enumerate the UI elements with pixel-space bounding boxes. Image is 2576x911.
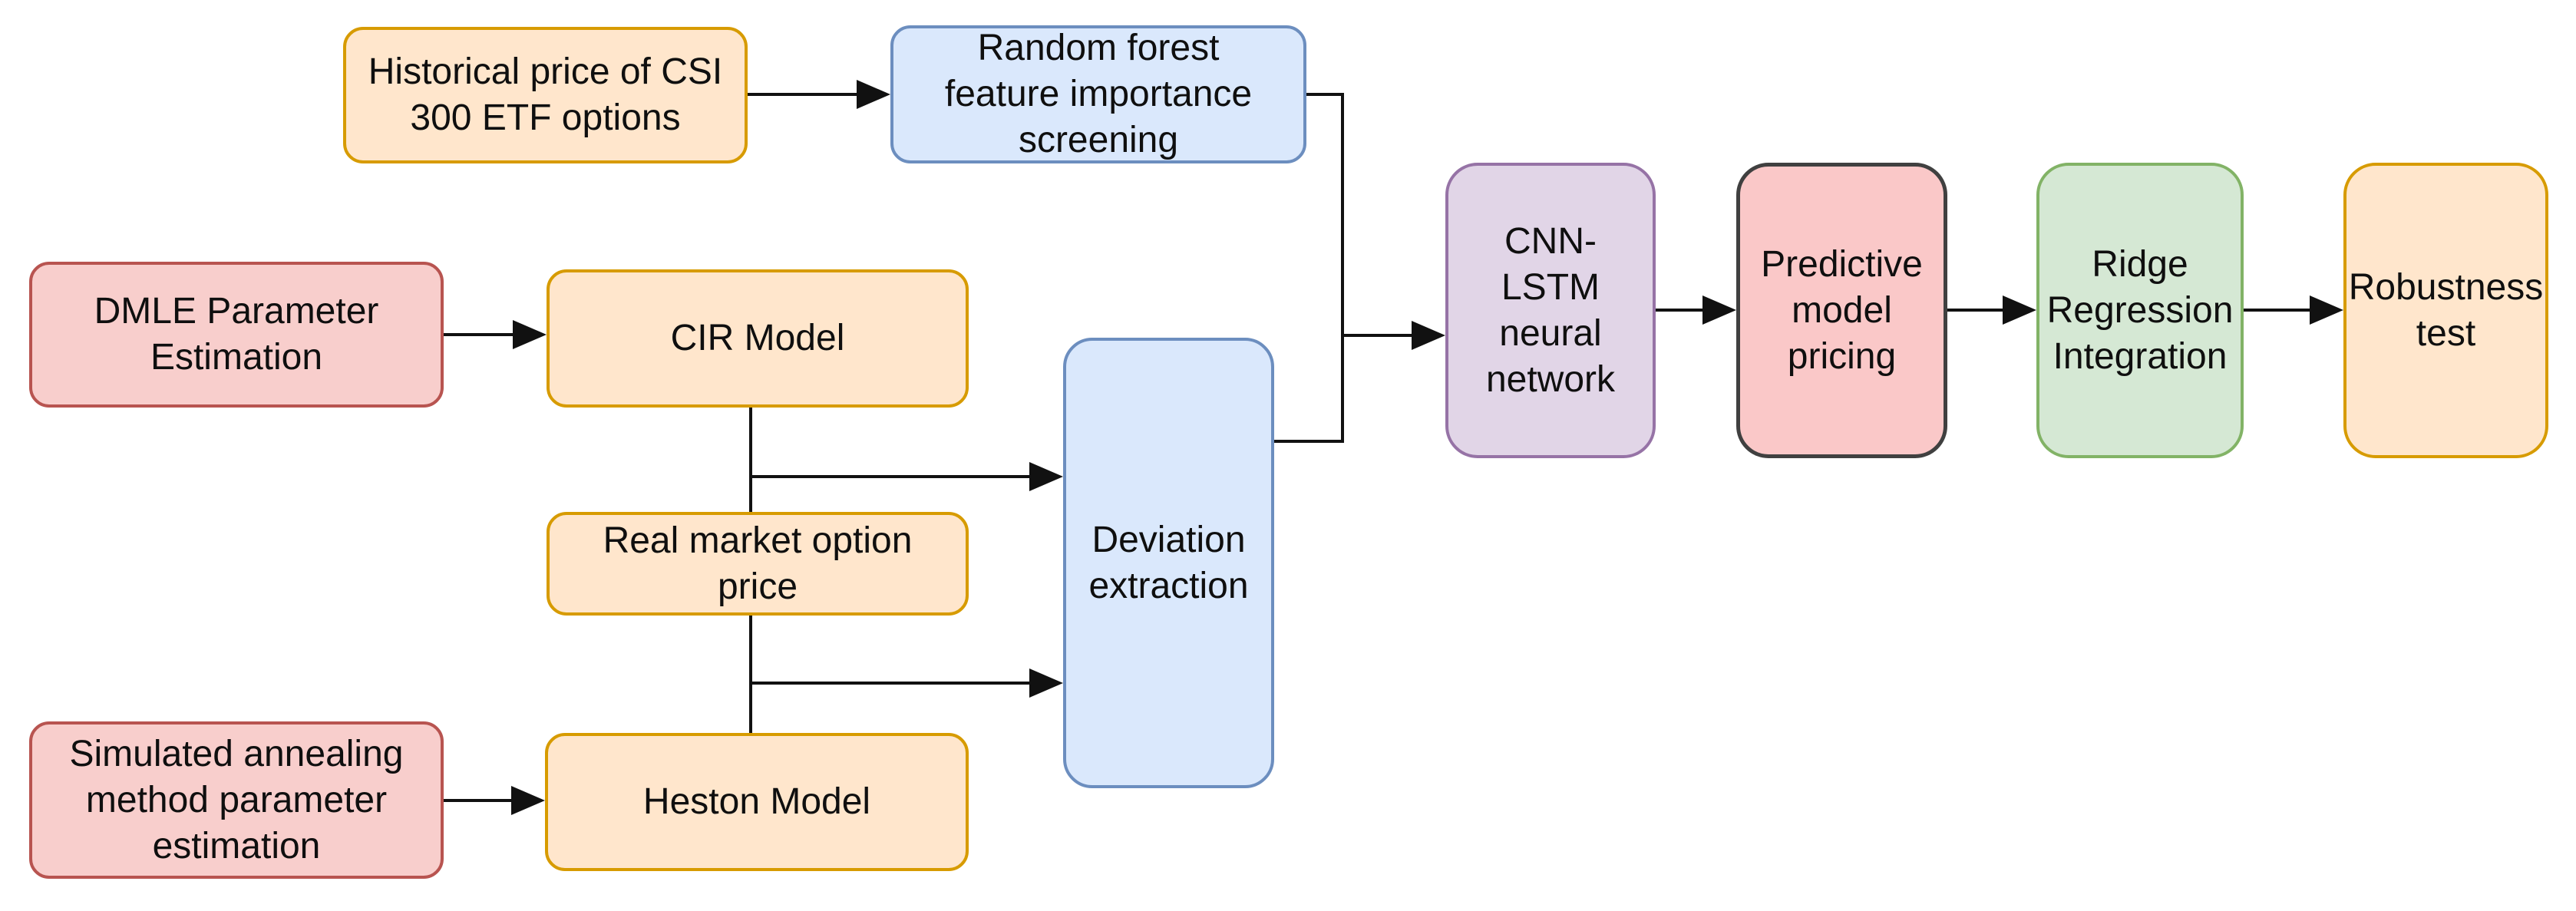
node-simulated-annealing-estimation-label: Simulated annealing method parameter est… <box>69 733 404 866</box>
edge-cir-to-deviation-arrowhead-icon <box>1029 462 1063 491</box>
node-deviation-extraction-label: Deviation extraction <box>1088 519 1249 606</box>
edge-deviation-out-line <box>1274 440 1344 443</box>
node-cnn-lstm-neural-network-label: CNN- LSTM neural network <box>1485 220 1616 400</box>
node-real-market-option-price-label: Real market option price <box>603 520 913 607</box>
node-ridge-regression-integration: Ridge Regression Integration <box>2036 163 2244 458</box>
node-cnn-lstm-neural-network: CNN- LSTM neural network <box>1445 163 1656 458</box>
edge-random-forest-out-line <box>1306 93 1344 96</box>
edge-historical-to-random-forest-arrowhead-icon <box>857 80 890 109</box>
edge-real-market-to-deviation-line <box>749 682 1029 685</box>
node-deviation-extraction: Deviation extraction <box>1063 338 1274 788</box>
node-ridge-regression-integration-label: Ridge Regression Integration <box>2046 243 2234 377</box>
edge-cir-to-real-market-line <box>749 408 752 512</box>
node-cir-model-label: CIR Model <box>670 318 845 358</box>
edge-predictive-to-ridge-arrowhead-icon <box>2003 295 2036 325</box>
node-predictive-model-pricing: Predictive model pricing <box>1736 163 1947 458</box>
edge-cir-to-deviation-line <box>749 475 1029 478</box>
edge-merge-to-cnn-lstm-line <box>1341 334 1412 337</box>
node-heston-model: Heston Model <box>545 733 969 871</box>
node-random-forest-screening: Random forest feature importance screeni… <box>890 25 1306 163</box>
node-robustness-test-label: Robustness test <box>2348 266 2544 354</box>
node-heston-model-label: Heston Model <box>642 781 871 822</box>
edge-merge-trunk-line <box>1341 93 1344 443</box>
node-real-market-option-price: Real market option price <box>547 512 969 616</box>
node-simulated-annealing-estimation: Simulated annealing method parameter est… <box>29 721 444 879</box>
node-robustness-test: Robustness test <box>2343 163 2548 458</box>
edge-dmle-to-cir-arrowhead-icon <box>513 320 547 349</box>
edge-ridge-to-robustness-line <box>2244 309 2310 312</box>
edge-real-market-to-heston-line <box>749 616 752 733</box>
node-predictive-model-pricing-label: Predictive model pricing <box>1761 243 1923 377</box>
edge-merge-to-cnn-lstm-arrowhead-icon <box>1412 321 1445 350</box>
edge-real-market-to-deviation-arrowhead-icon <box>1029 668 1063 698</box>
edge-sim-annealing-to-heston-arrowhead-icon <box>511 786 545 815</box>
edge-cnn-lstm-to-predictive-arrowhead-icon <box>1702 295 1736 325</box>
node-dmle-parameter-estimation: DMLE Parameter Estimation <box>29 262 444 408</box>
node-cir-model: CIR Model <box>547 269 969 408</box>
edge-historical-to-random-forest-line <box>748 93 857 96</box>
edge-dmle-to-cir-line <box>444 333 513 336</box>
node-dmle-parameter-estimation-label: DMLE Parameter Estimation <box>94 291 379 378</box>
edge-sim-annealing-to-heston-line <box>444 799 511 802</box>
node-historical-price-label: Historical price of CSI 300 ETF options <box>368 51 723 138</box>
node-historical-price: Historical price of CSI 300 ETF options <box>343 27 748 163</box>
node-random-forest-screening-label: Random forest feature importance screeni… <box>944 28 1253 160</box>
edge-predictive-to-ridge-line <box>1947 309 2003 312</box>
edge-ridge-to-robustness-arrowhead-icon <box>2310 295 2343 325</box>
edge-cnn-lstm-to-predictive-line <box>1656 309 1702 312</box>
